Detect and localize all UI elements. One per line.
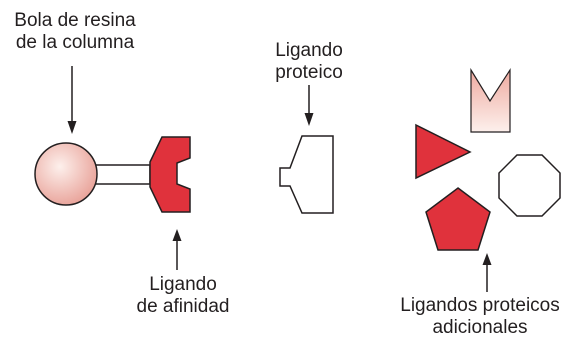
affinity-arrow: [172, 229, 182, 270]
affinity-ligand-label-line1: Ligando: [149, 274, 217, 295]
bead-label-line2: de la columna: [15, 32, 135, 53]
additional-ligands-arrow: [482, 253, 492, 292]
protein-ligand-arrow: [304, 85, 314, 126]
protein-ligand-label-line2: proteico: [275, 62, 343, 83]
additional-ligands-label-line2: adicionales: [432, 317, 528, 338]
affinity-ligand-label: Ligando de afinidad: [123, 274, 243, 318]
bead-label: Bola de resina de la columna: [8, 10, 142, 54]
triangle-ligand: [415, 123, 472, 180]
bead-label-line1: Bola de resina: [14, 10, 136, 31]
linker-bar: [93, 164, 151, 185]
affinity-ligand-shape: [149, 136, 191, 213]
pentagon-ligand: [425, 187, 491, 251]
resin-bead: [34, 142, 98, 206]
additional-ligands-label: Ligandos proteicos adicionales: [387, 295, 573, 339]
octagon-ligand: [498, 154, 561, 217]
bead-arrow: [67, 66, 77, 134]
protein-ligand-label: Ligando proteico: [259, 40, 359, 84]
m-shape-ligand: [470, 67, 511, 133]
additional-ligands-label-line1: Ligandos proteicos: [400, 295, 560, 316]
protein-ligand-shape: [279, 135, 334, 214]
protein-ligand-label-line1: Ligando: [275, 40, 343, 61]
affinity-ligand-label-line2: de afinidad: [136, 296, 230, 317]
